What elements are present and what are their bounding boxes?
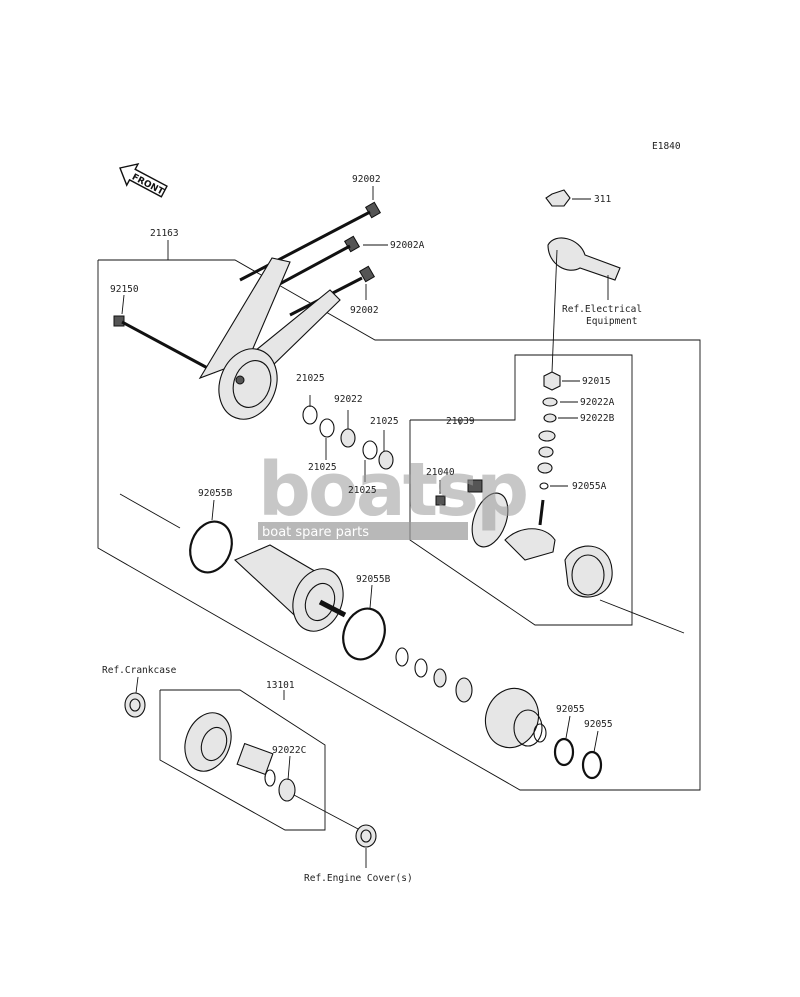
o-ring-92055B-left — [189, 520, 233, 574]
label-92055-b: 92055 — [584, 719, 613, 730]
diagram-code: E1840 — [652, 141, 681, 152]
starter-clutch-outline — [159, 689, 326, 831]
label-21025-a: 21025 — [296, 373, 325, 384]
label-311: 311 — [594, 194, 611, 205]
label-92015: 92015 — [582, 376, 611, 387]
label-92055B-a: 92055B — [198, 488, 233, 499]
label-92055-a: 92055 — [556, 704, 585, 715]
label-92055B-b: 92055B — [356, 574, 391, 585]
watermark-logo: boatsp — [258, 447, 526, 533]
label-92002-mid: 92002 — [350, 305, 379, 316]
brush-holder-outline — [409, 354, 633, 626]
watermark: boatsp boat spare parts — [258, 447, 529, 540]
ref-engine-cover: Ref.Engine Cover(s) — [304, 873, 413, 884]
watermark-tagline: boat spare parts — [262, 525, 369, 540]
label-92022A: 92022A — [580, 397, 615, 408]
label-21040: 21040 — [426, 467, 455, 478]
leader-lines — [121, 198, 609, 781]
label-13101: 13101 — [266, 680, 295, 691]
label-92022C: 92022C — [272, 745, 306, 756]
label-92002-top: 92002 — [352, 174, 381, 185]
ref-crankcase: Ref.Crankcase — [102, 665, 177, 676]
label-21025-b: 21025 — [370, 416, 399, 427]
washer-92022C — [278, 778, 296, 802]
ref-electrical-line2: Equipment — [586, 316, 637, 327]
brush-holder-assembly — [435, 479, 613, 598]
label-92022: 92022 — [334, 394, 363, 405]
assembly-outline — [97, 240, 701, 791]
starter-motor-body — [234, 544, 347, 632]
bolt-92150 — [113, 315, 216, 374]
reference-labels: Ref.Electrical Equipment Ref.Crankcase R… — [102, 304, 642, 884]
ref-electrical-line1: Ref.Electrical — [562, 304, 642, 315]
front-arrow-icon: FRONT — [119, 162, 168, 198]
o-ring-92055-b — [581, 750, 603, 780]
crankcase-bushing — [124, 692, 146, 718]
label-21025-d: 21025 — [348, 485, 377, 496]
label-92150: 92150 — [110, 284, 139, 295]
bolt-92002-top — [239, 186, 382, 282]
label-92002A: 92002A — [390, 240, 425, 251]
starter-clutch-gears — [184, 712, 276, 787]
label-92022B: 92022B — [580, 413, 615, 424]
terminal-nut-stack — [537, 371, 561, 490]
label-92055A: 92055A — [572, 481, 607, 492]
label-21163: 21163 — [150, 228, 179, 239]
cable-terminal — [545, 189, 621, 373]
engine-cover-bushing — [355, 824, 377, 868]
label-21025-c: 21025 — [308, 462, 337, 473]
starter-front-cover — [484, 687, 547, 749]
o-ring-92055-a — [553, 737, 575, 767]
mounting-bracket — [198, 257, 341, 420]
front-cover-washers — [395, 647, 473, 703]
o-ring-92055B-right — [342, 607, 386, 661]
part-labels: 21163 92002 92002A 92002 92150 311 21025… — [110, 174, 615, 756]
label-21039: 21039 — [446, 416, 475, 427]
